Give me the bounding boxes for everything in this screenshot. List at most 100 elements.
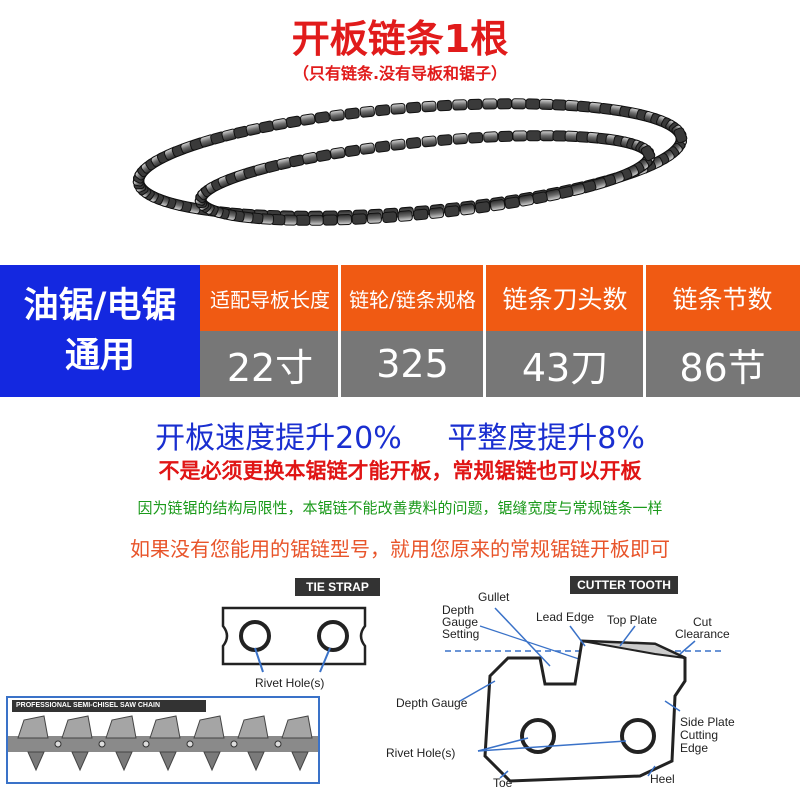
chain-link	[413, 208, 429, 221]
semi-chisel-chain-panel: PROFESSIONAL SEMI-CHISEL SAW CHAIN	[6, 696, 326, 784]
chain-link	[315, 149, 332, 162]
chain-link	[405, 137, 422, 149]
drive-link	[71, 751, 89, 772]
speed-improvement: 开板速度提升20%	[155, 421, 402, 456]
rivet	[98, 740, 106, 748]
chain-link	[474, 201, 491, 214]
chain-link	[421, 135, 437, 148]
chain-link	[444, 205, 460, 218]
chain-link	[366, 212, 382, 224]
chain-link	[482, 98, 498, 110]
note-not-required: 不是必须更换本锯链才能开板，常规锯链也可以开板	[158, 459, 642, 483]
chain-tooth	[281, 715, 313, 739]
chain-link	[330, 147, 346, 160]
drive-link	[291, 751, 309, 772]
chain-link	[308, 214, 324, 226]
page-subtitle: （只有链条.没有导板和锯子）	[292, 64, 508, 83]
saw-chain-image	[132, 98, 688, 226]
rivet	[186, 740, 194, 748]
chain-link	[428, 207, 445, 219]
drive-link	[115, 751, 133, 772]
note-kerf-width: 因为链锯的结构局限性，本锯链不能改善费料的问题，锯缝宽度与常规链条一样	[137, 499, 663, 517]
chain-link	[390, 102, 406, 115]
chain-link	[344, 144, 361, 157]
value-bar-length: 22寸	[200, 331, 340, 397]
chain-link	[538, 98, 555, 111]
chain-link	[483, 131, 499, 143]
chain-link	[285, 115, 302, 129]
cut-clearance-label: Cut Clearance	[675, 615, 730, 641]
chain-link	[314, 111, 331, 124]
chain-link	[374, 104, 391, 117]
chain-link	[382, 211, 398, 223]
column-divider	[338, 265, 341, 397]
tie-strap-diagram	[221, 606, 367, 673]
chain-tooth	[193, 715, 225, 739]
chain-link	[539, 130, 555, 142]
rivet	[142, 740, 150, 748]
top-plate-label: Top Plate	[607, 613, 658, 627]
chain-link	[359, 142, 376, 155]
header-drive-links: 链条节数	[645, 265, 800, 331]
value-cutter-count: 43刀	[485, 331, 645, 397]
chain-link	[302, 151, 318, 165]
tie-strap-rivet-label: Rivet Hole(s)	[255, 676, 325, 690]
flatness-improvement: 平整度提升8%	[447, 421, 645, 456]
header-cutter-count: 链条刀头数	[485, 265, 645, 331]
column-divider	[483, 265, 486, 397]
drive-link	[27, 751, 45, 772]
depth-gauge-setting-label: Depth Gauge Setting	[442, 603, 480, 641]
chain-link	[489, 199, 506, 212]
chain-link	[496, 98, 513, 110]
cutter-tooth-diagram	[445, 607, 725, 783]
chain-link	[467, 98, 483, 110]
chain-link	[640, 145, 656, 162]
chain-tooth	[61, 715, 93, 739]
chain-link	[299, 113, 316, 126]
lead-edge-label: Lead Edge	[536, 610, 595, 624]
depth-gauge-label: Depth Gauge	[396, 696, 468, 710]
chain-link	[518, 194, 535, 207]
chain-link	[405, 101, 422, 114]
cutter-rivet-label: Rivet Hole(s)	[386, 746, 456, 760]
compatibility-line2: 通用	[64, 336, 135, 376]
chain-link	[421, 100, 437, 113]
chain-link	[526, 130, 542, 142]
chain-tooth	[105, 715, 137, 739]
compatibility-label: 油锯/电锯 通用	[0, 265, 200, 397]
chain-link	[504, 196, 520, 209]
chain-link	[436, 99, 453, 112]
note-use-original: 如果没有您能用的锯链型号，就用您原来的常规锯链开板即可	[130, 537, 670, 561]
drive-link	[159, 751, 177, 772]
rivet	[230, 740, 238, 748]
chain-link	[397, 210, 413, 222]
chain-link	[329, 109, 345, 122]
chain-link	[295, 214, 311, 226]
chain-link	[390, 138, 406, 151]
chain-link	[468, 132, 484, 144]
chain-loop	[132, 98, 688, 226]
chain-link	[359, 105, 375, 118]
chain-link	[452, 99, 468, 111]
heel-label: Heel	[650, 772, 675, 786]
value-pitch: 325	[340, 331, 485, 397]
chain-link	[525, 98, 541, 110]
chain-link	[336, 213, 353, 226]
cutter-tooth-title: CUTTER TOOTH	[570, 576, 678, 594]
chain-link	[258, 120, 275, 134]
chain-link	[552, 99, 568, 111]
rivet	[274, 740, 282, 748]
spec-table: 油锯/电锯 通用 适配导板长度 链轮/链条规格 链条刀头数 链条节数 22寸 3…	[0, 265, 800, 397]
drive-link	[203, 751, 221, 772]
semi-chisel-title: PROFESSIONAL SEMI-CHISEL SAW CHAIN	[12, 700, 206, 712]
rivet	[54, 740, 62, 748]
improvement-line: 开板速度提升20% 平整度提升8%	[0, 413, 800, 457]
chain-tooth	[17, 715, 49, 739]
chain-link	[511, 98, 527, 110]
chain-tooth	[237, 715, 269, 739]
side-plate-label: Side Plate Cutting Edge	[680, 715, 735, 755]
toe-label: Toe	[493, 776, 513, 790]
chain-link	[673, 127, 688, 144]
chain-link	[272, 118, 288, 131]
chain-tooth	[149, 715, 181, 739]
